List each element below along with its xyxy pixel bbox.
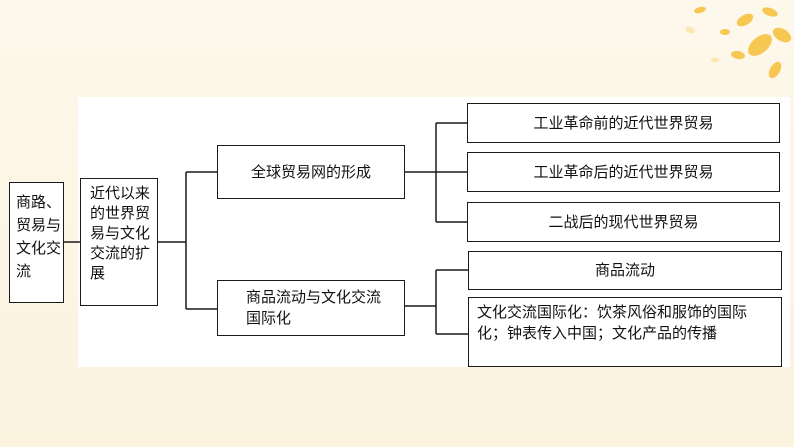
branch-node-label: 商品流动与文化交流国际化 — [246, 288, 382, 327]
leaf-node-culture-exchange: 文化交流国际化：饮茶风俗和服饰的国际化；钟表传入中国；文化产品的传播 — [468, 297, 782, 367]
leaf-node-label: 二战后的现代世界贸易 — [548, 212, 699, 231]
branch-node-global-trade: 全球贸易网的形成 — [217, 145, 405, 199]
root-node: 商路、贸易与文化交流 — [9, 182, 64, 303]
branch-node-label: 全球贸易网的形成 — [250, 162, 371, 181]
leaf-node-post-war: 二战后的现代世界贸易 — [467, 202, 780, 242]
leaf-node-label: 工业革命后的近代世界贸易 — [533, 162, 714, 181]
branch-node-goods-culture: 商品流动与文化交流国际化 — [217, 280, 405, 336]
leaf-node-pre-industrial: 工业革命前的近代世界贸易 — [467, 103, 780, 143]
leaf-node-goods-flow: 商品流动 — [468, 251, 782, 290]
leaf-node-label: 文化交流国际化：饮茶风俗和服饰的国际化；钟表传入中国；文化产品的传播 — [477, 303, 748, 342]
level1-node-label: 近代以来的世界贸易与文化交流的扩展 — [90, 184, 151, 282]
leaf-node-post-industrial: 工业革命后的近代世界贸易 — [467, 152, 780, 192]
root-node-label: 商路、贸易与文化交流 — [16, 193, 62, 280]
level1-node: 近代以来的世界贸易与文化交流的扩展 — [80, 178, 158, 306]
leaf-node-label: 工业革命前的近代世界贸易 — [533, 113, 714, 132]
leaf-node-label: 商品流动 — [594, 261, 655, 279]
